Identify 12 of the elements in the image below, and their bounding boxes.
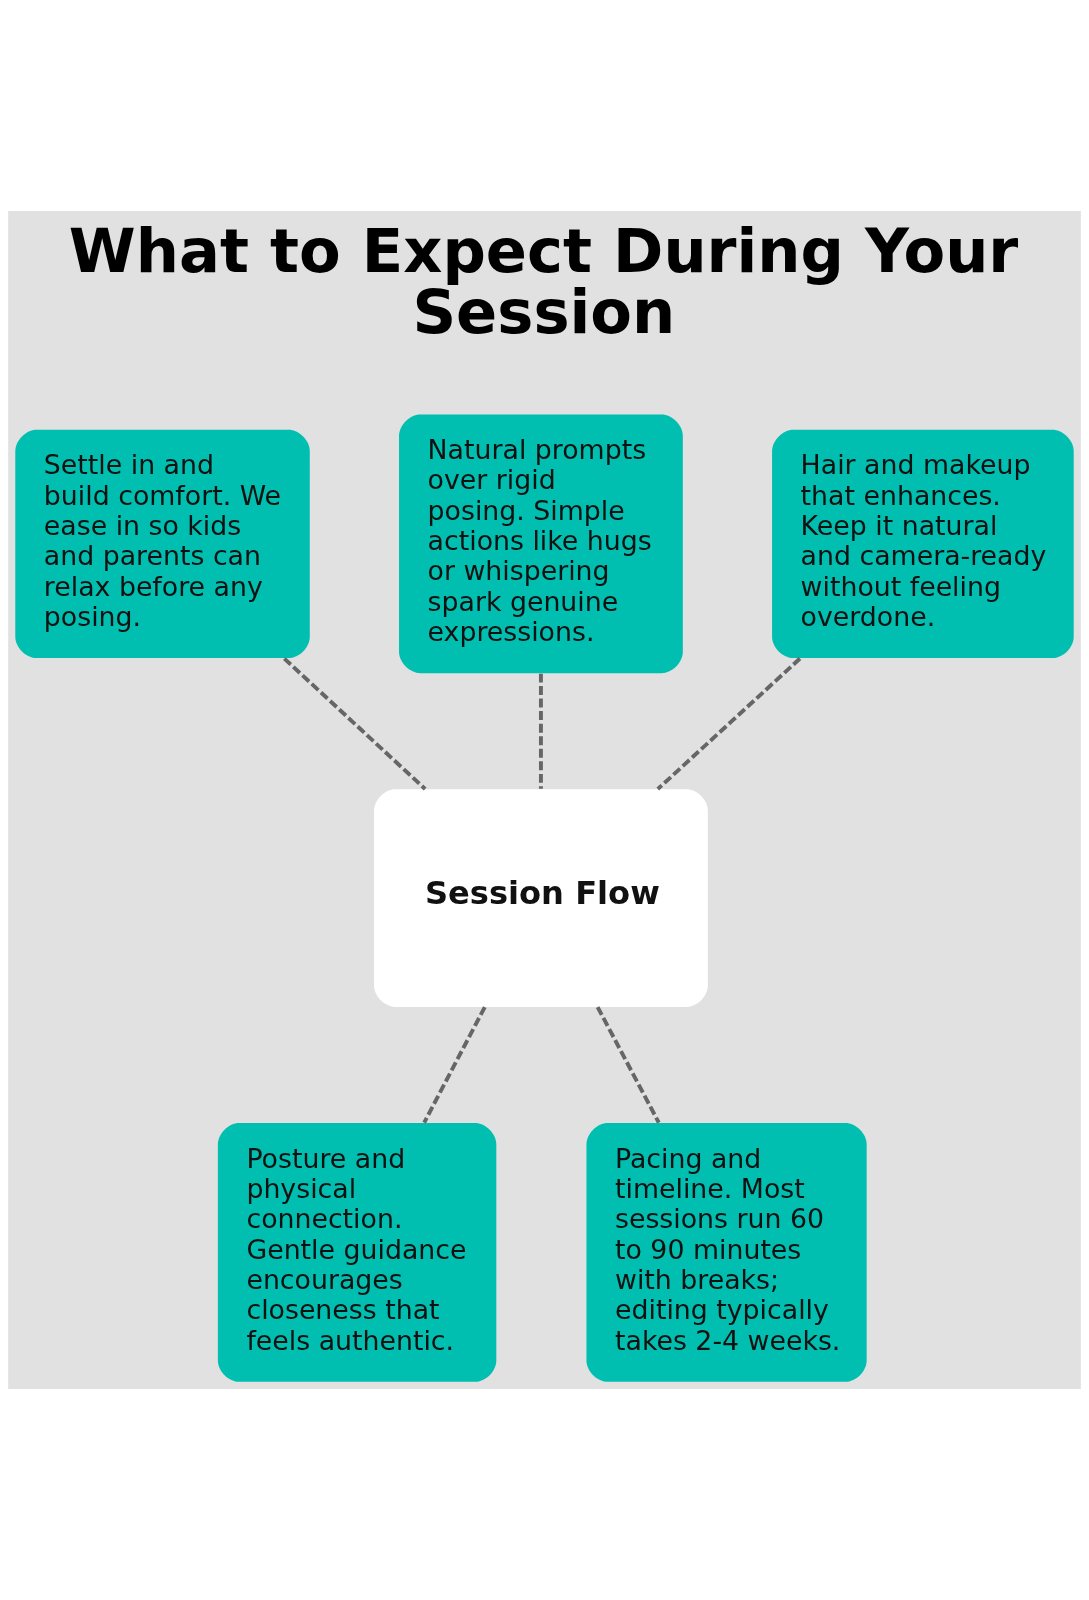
connector xyxy=(656,657,802,791)
connector xyxy=(283,657,427,791)
node-box: Pacing and timeline. Most sessions run 60 to 90 minutes with breaks; editing typically takes 2-4 weeks. xyxy=(586,1123,867,1382)
node-box: Hair and makeup that enhances. Keep it natural and camera-ready without feeling overdone. xyxy=(772,429,1074,659)
connector xyxy=(422,1006,487,1124)
node-box: Natural prompts over rigid posing. Simple actions like hugs or whispering spark genuine expressions. xyxy=(399,414,683,674)
node-box: Session Flow xyxy=(374,789,708,1008)
node-box: Posture and physical connection. Gentle guidance encourages closeness that feels authentic. xyxy=(217,1123,497,1382)
connector xyxy=(538,673,543,789)
connector xyxy=(595,1006,661,1124)
diagram-title: What to Expect During Your Session xyxy=(68,216,1019,347)
node-box: Settle in and build comfort. We ease in so kids and parents can relax before any posing. xyxy=(15,429,310,659)
